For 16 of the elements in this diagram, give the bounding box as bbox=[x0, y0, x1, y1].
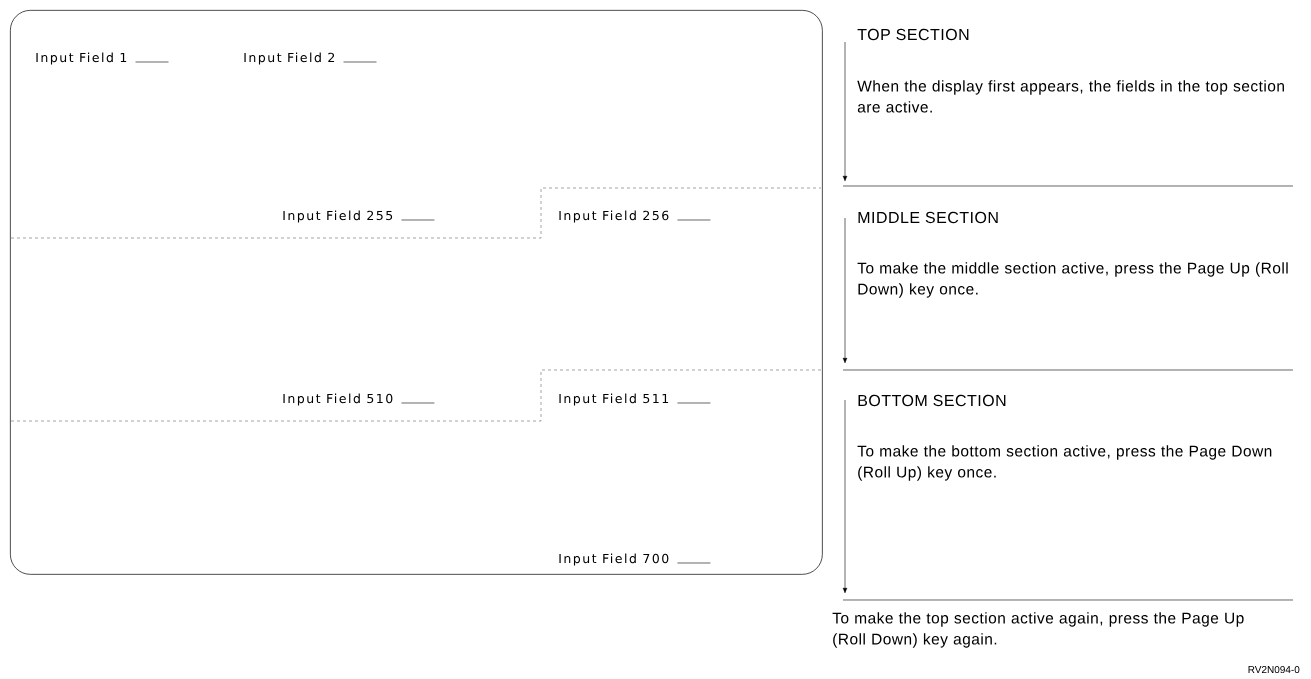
section-heading: TOP SECTION bbox=[857, 28, 969, 41]
figure-id: RV2N094-0 bbox=[1248, 666, 1300, 674]
field-label: Input Field 700 bbox=[559, 553, 669, 566]
field-label: Input Field 1 bbox=[36, 52, 127, 65]
instruction-text: To make the middle section active, press the Page Up (Roll Down) key once. bbox=[857, 262, 1288, 298]
section-heading: BOTTOM SECTION bbox=[858, 394, 1006, 407]
field-label: Input Field 2 bbox=[244, 52, 335, 65]
instruction-text: To make the top section active again, press the Page Up (Roll Down) key again. bbox=[832, 612, 1244, 648]
instruction-text: When the display first appears, the fields in the top section are active. bbox=[857, 80, 1284, 113]
field-label: Input Field 256 bbox=[559, 210, 669, 223]
field-label: Input Field 511 bbox=[559, 393, 669, 406]
field-label: Input Field 510 bbox=[283, 393, 393, 406]
field-label: Input Field 255 bbox=[283, 210, 393, 223]
section-heading: MIDDLE SECTION bbox=[858, 211, 998, 224]
instruction-text: To make the bottom section active, press the Page Down (Roll Up) key once. bbox=[857, 445, 1272, 481]
screen-box bbox=[10, 10, 823, 575]
